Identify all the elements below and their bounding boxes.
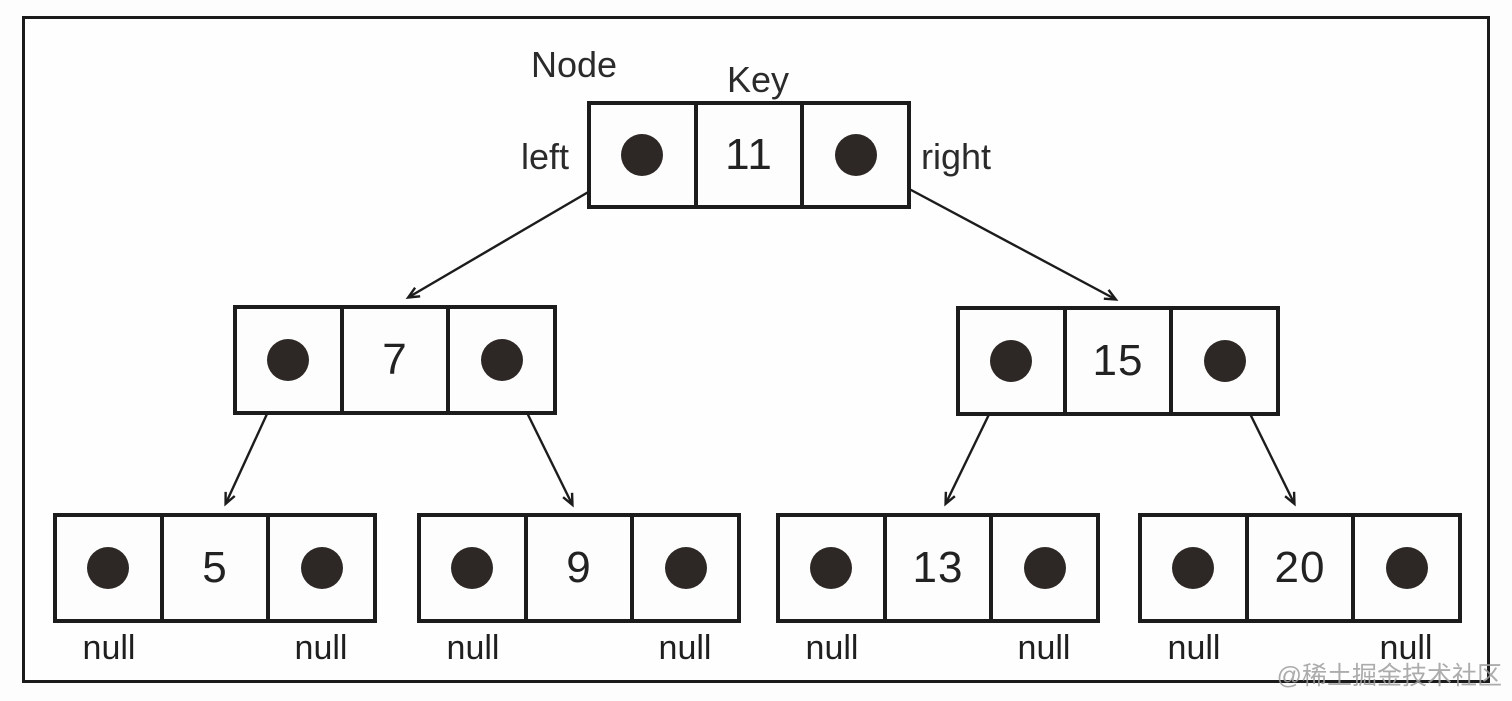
left-pointer-cell xyxy=(591,105,694,205)
node-key: 13 xyxy=(912,543,964,592)
left-pointer-dot xyxy=(810,547,853,589)
left-pointer-label: left xyxy=(520,136,570,177)
tree-node-20: 20 xyxy=(1138,513,1462,623)
key-cell: 11 xyxy=(693,105,801,205)
key-label: Key xyxy=(726,59,790,100)
null-label: null xyxy=(658,629,712,667)
left-pointer-dot xyxy=(451,547,494,589)
right-pointer-dot xyxy=(1023,547,1066,589)
right-pointer-cell xyxy=(630,517,737,619)
tree-node-11: 11 xyxy=(587,101,911,209)
left-pointer-cell xyxy=(780,517,883,619)
node-key: 20 xyxy=(1274,543,1326,592)
right-pointer-dot xyxy=(1203,340,1246,382)
tree-node-9: 9 xyxy=(417,513,741,623)
key-cell: 15 xyxy=(1062,310,1170,412)
right-pointer-cell xyxy=(1169,310,1276,412)
right-pointer-dot xyxy=(1385,547,1428,589)
right-pointer-dot xyxy=(480,339,523,381)
right-pointer-cell xyxy=(989,517,1096,619)
left-pointer-cell xyxy=(421,517,524,619)
right-pointer-cell xyxy=(446,309,553,411)
node-key: 11 xyxy=(725,130,773,179)
watermark: @稀土掘金技术社区 xyxy=(1276,662,1502,690)
key-cell: 5 xyxy=(159,517,267,619)
right-pointer-cell xyxy=(1351,517,1458,619)
null-label: null xyxy=(294,629,348,667)
right-pointer-dot xyxy=(664,547,707,589)
tree-node-15: 15 xyxy=(956,306,1280,416)
right-pointer-dot xyxy=(834,134,877,176)
null-label: null xyxy=(446,629,500,667)
tree-node-7: 7 xyxy=(233,305,557,415)
right-pointer-label: right xyxy=(920,136,992,177)
left-pointer-dot xyxy=(990,340,1033,382)
left-pointer-cell xyxy=(237,309,340,411)
null-label: null xyxy=(1017,629,1071,667)
key-cell: 13 xyxy=(882,517,990,619)
left-pointer-cell xyxy=(960,310,1063,412)
node-label: Node xyxy=(530,44,618,85)
left-pointer-dot xyxy=(87,547,130,589)
tree-node-13: 13 xyxy=(776,513,1100,623)
node-key: 15 xyxy=(1092,336,1144,385)
null-label: null xyxy=(805,629,859,667)
key-cell: 9 xyxy=(523,517,631,619)
left-pointer-dot xyxy=(267,339,310,381)
left-pointer-dot xyxy=(621,134,664,176)
right-pointer-dot xyxy=(300,547,343,589)
key-cell: 20 xyxy=(1244,517,1352,619)
left-pointer-dot xyxy=(1172,547,1215,589)
right-pointer-cell xyxy=(800,105,907,205)
node-key: 9 xyxy=(566,543,592,592)
tree-node-5: 5 xyxy=(53,513,377,623)
null-label: null xyxy=(82,629,136,667)
left-pointer-cell xyxy=(1142,517,1245,619)
node-key: 5 xyxy=(202,543,228,592)
key-cell: 7 xyxy=(339,309,447,411)
node-key: 7 xyxy=(382,335,408,384)
null-label: null xyxy=(1379,629,1433,667)
null-label: null xyxy=(1167,629,1221,667)
left-pointer-cell xyxy=(57,517,160,619)
right-pointer-cell xyxy=(266,517,373,619)
